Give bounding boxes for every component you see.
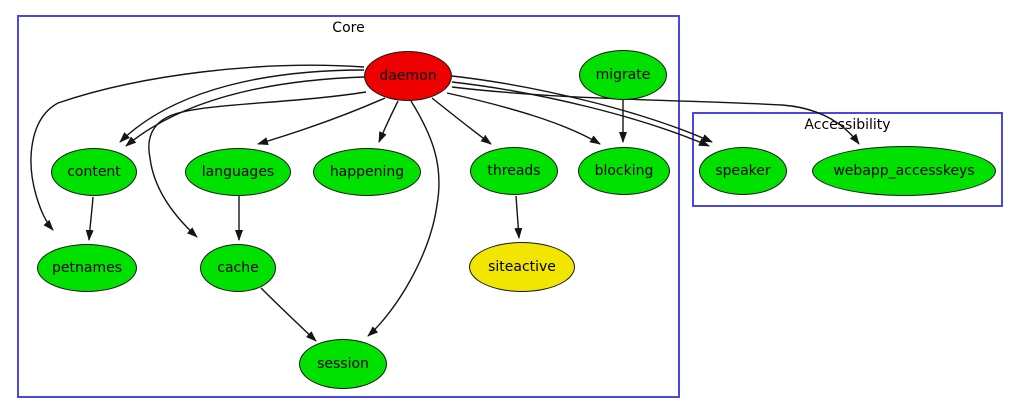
edge-daemon-languages	[257, 97, 386, 145]
node-daemon: daemon	[364, 51, 452, 101]
edge-daemon-cache	[148, 91, 367, 238]
edge-daemon-session	[367, 100, 440, 337]
node-cache: cache	[200, 244, 276, 292]
node-siteactive: siteactive	[469, 242, 575, 292]
node-webapp-accesskeys: webapp_accesskeys	[812, 146, 996, 196]
cluster-accessibility: Accessibility	[692, 112, 1003, 207]
node-languages: languages	[185, 148, 291, 196]
edge-threads-siteactive	[514, 195, 523, 239]
edge-daemon-speaker-2	[451, 81, 710, 147]
edge-daemon-threads	[431, 97, 492, 145]
edge-daemon-happening	[378, 100, 399, 143]
edge-daemon-content-2	[125, 76, 365, 147]
edge-daemon-petnames	[30, 64, 365, 231]
edge-cache-session	[260, 287, 317, 342]
edge-content-petnames	[85, 196, 94, 241]
edge-daemon-webapp-accesskeys	[451, 86, 860, 145]
cluster-accessibility-label: Accessibility	[804, 117, 891, 133]
edge-daemon-content-1	[119, 69, 365, 143]
node-threads: threads	[470, 147, 558, 195]
node-petnames: petnames	[37, 244, 137, 292]
node-migrate: migrate	[579, 50, 667, 100]
node-happening: happening	[313, 148, 421, 196]
edge-daemon-blocking	[446, 92, 601, 145]
node-blocking: blocking	[578, 147, 670, 195]
cluster-core: Core	[17, 15, 680, 398]
node-session: session	[299, 339, 387, 389]
node-content: content	[51, 148, 137, 196]
node-speaker: speaker	[699, 147, 787, 195]
cluster-core-label: Core	[332, 20, 365, 36]
edge-daemon-speaker-1	[451, 75, 713, 143]
